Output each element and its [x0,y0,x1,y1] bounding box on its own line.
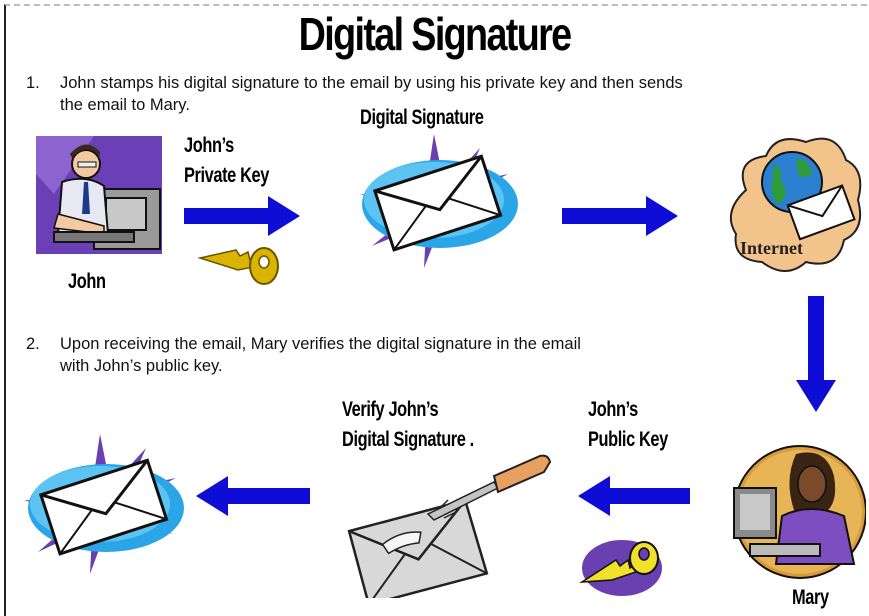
verify-label-line2: Digital Signature . [342,428,474,451]
diagram-title: Digital Signature [298,8,572,60]
mary-computer-image [733,445,866,579]
private-key-label-line2: Private Key [184,164,269,187]
step-2: 2. Upon receiving the email, Mary verifi… [26,333,786,379]
john-label: John [68,270,106,293]
verified-envelope-icon [24,434,184,574]
arrow-left-icon [578,476,690,516]
public-key-icon [579,540,662,596]
step-1-text-line2: the email to Mary. [60,96,190,114]
private-key-icon [197,247,279,285]
step-2-text-line1: Upon receiving the email, Mary verifies … [60,335,581,353]
verify-label-line1: Verify John’s [342,398,439,421]
arrow-right-icon [184,196,300,236]
mary-label: Mary [792,586,829,609]
step-2-number: 2. [26,335,40,353]
public-key-label-line1: John’s [588,398,638,421]
diagram-frame [4,4,867,616]
internet-label: Internet [740,238,803,258]
step-1: 1. John stamps his digital signature to … [26,72,866,118]
digital-signature-label: Digital Signature [360,106,484,129]
envelope-letter-opener-icon [347,454,552,598]
step-1-text-line1: John stamps his digital signature to the… [60,74,683,92]
step-1-number: 1. [26,74,40,92]
step-2-text-line2: with John’s public key. [60,357,223,375]
arrow-down-icon [796,296,836,412]
arrow-right-icon [562,196,678,236]
arrow-left-icon [196,476,310,516]
internet-cloud-icon: Internet [729,137,862,272]
private-key-label-line1: John’s [184,134,234,157]
john-computer-image [36,136,162,254]
signed-envelope-icon [360,134,518,268]
public-key-label-line2: Public Key [588,428,668,451]
